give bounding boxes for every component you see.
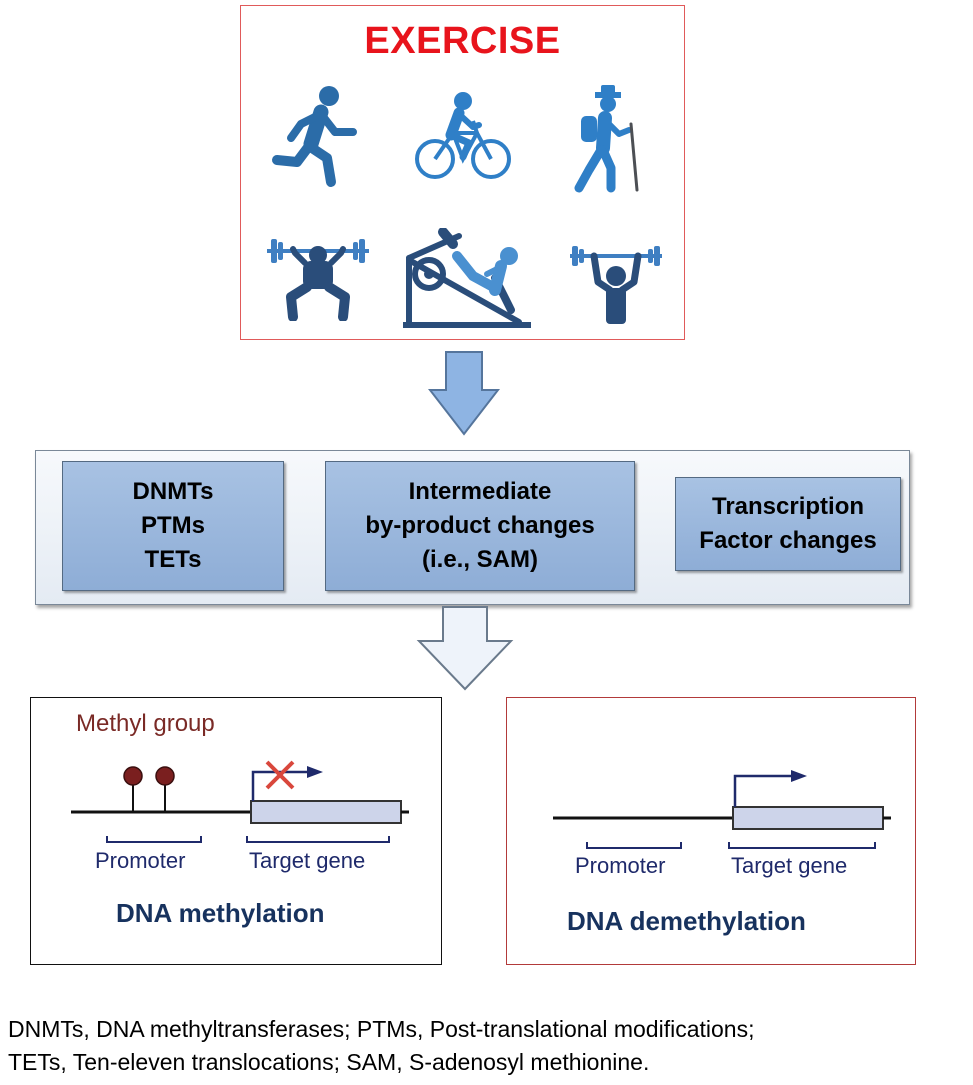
running-icon	[272, 86, 357, 187]
mechanism-box-intermediate: Intermediate by-product changes (i.e., S…	[325, 461, 635, 591]
footnote-line: TETs, Ten-eleven translocations; SAM, S-…	[8, 1049, 650, 1075]
cycling-icon	[415, 92, 511, 179]
target-gene-label: Target gene	[731, 853, 848, 878]
down-arrow-light	[416, 606, 514, 691]
demethylation-gene-diagram	[553, 770, 891, 849]
methylation-gene-diagram	[71, 760, 409, 843]
mechanism-text: Factor changes	[699, 527, 877, 554]
mechanism-text: by-product changes	[365, 512, 595, 539]
mechanism-box-transcription: Transcription Factor changes	[675, 477, 901, 571]
promoter-label: Promoter	[95, 848, 186, 873]
mechanism-box-dnmts: DNMTs PTMs TETs	[62, 461, 284, 591]
dna-demethylation-title: DNA demethylation	[567, 906, 806, 936]
methyl-group-icon	[123, 766, 143, 786]
mechanism-panel: DNMTs PTMs TETs Intermediate by-product …	[35, 450, 910, 605]
mechanism-text: PTMs	[140, 512, 205, 539]
dna-methylation-box: Methyl group Promoter Target gene DNA me…	[30, 697, 442, 965]
target-gene-label: Target gene	[249, 848, 366, 873]
squat-icon	[267, 239, 369, 321]
exercise-box: EXERCISE	[240, 5, 685, 340]
footnote: DNMTs, DNA methyltransferases; PTMs, Pos…	[8, 1013, 973, 1079]
mechanism-text: Intermediate	[408, 478, 552, 505]
footnote-line: DNMTs, DNA methyltransferases; PTMs, Pos…	[8, 1016, 755, 1042]
dna-methylation-title: DNA methylation	[116, 898, 325, 928]
weightlifting-icon	[570, 246, 662, 324]
methyl-group-icon	[155, 766, 175, 786]
methyl-group-label: Methyl group	[76, 710, 215, 737]
leg-press-icon	[403, 228, 531, 328]
mechanism-text: Transcription	[711, 493, 865, 520]
promoter-label: Promoter	[575, 853, 666, 878]
exercise-title: EXERCISE	[364, 20, 561, 62]
mechanism-text: TETs	[144, 546, 202, 573]
dna-demethylation-box: Promoter Target gene DNA demethylation	[506, 697, 916, 965]
hiking-icon	[574, 85, 639, 193]
mechanism-text: (i.e., SAM)	[421, 546, 538, 573]
mechanism-text: DNMTs	[132, 478, 214, 505]
down-arrow-blue	[428, 351, 500, 436]
